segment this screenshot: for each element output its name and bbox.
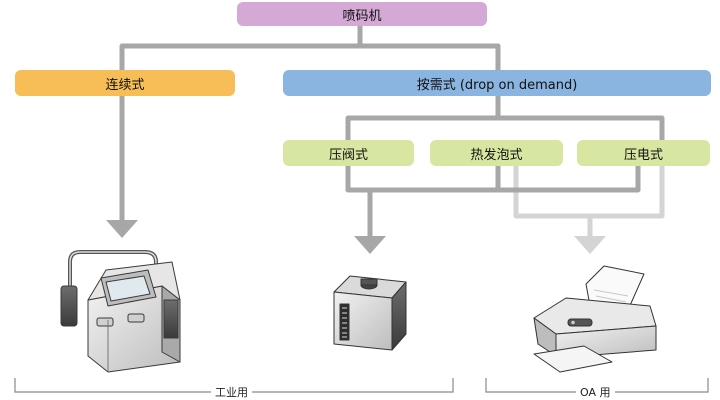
ink-cartridge-illustration	[333, 275, 407, 351]
industrial-printer-illustration	[60, 250, 181, 373]
arrow-ink-cartridge	[354, 236, 386, 254]
group-label-oa: OA 用	[576, 384, 615, 400]
cartridge-contacts	[339, 303, 350, 341]
connector-root-split	[119, 22, 501, 70]
connectors	[119, 22, 665, 238]
node-inkjet-printer: 喷码机	[237, 2, 487, 26]
printer-screen	[105, 275, 151, 302]
printer-handle-left	[96, 317, 114, 327]
paper-output-tray	[533, 345, 613, 373]
node-piezo: 压电式	[577, 140, 710, 166]
printer-side-panel	[163, 299, 179, 339]
arrowheads	[106, 220, 606, 254]
cartridge-side	[391, 281, 407, 351]
connector-dod-sub-loop	[345, 96, 665, 140]
group-label-industrial: 工业用	[211, 384, 252, 400]
printer-handle-right	[127, 313, 145, 323]
connector-sub-merge	[345, 166, 641, 238]
arrow-office-printer	[574, 236, 606, 254]
arrow-industrial-printer	[106, 220, 138, 238]
office-printer-button	[567, 318, 593, 327]
node-pressure-valve: 压阀式	[283, 140, 414, 166]
node-thermal-bubble: 热发泡式	[430, 140, 563, 166]
node-continuous: 连续式	[15, 70, 235, 96]
printhead	[60, 285, 78, 327]
office-printer-illustration	[533, 265, 657, 373]
node-drop-on-demand: 按需式 (drop on demand)	[283, 70, 711, 96]
